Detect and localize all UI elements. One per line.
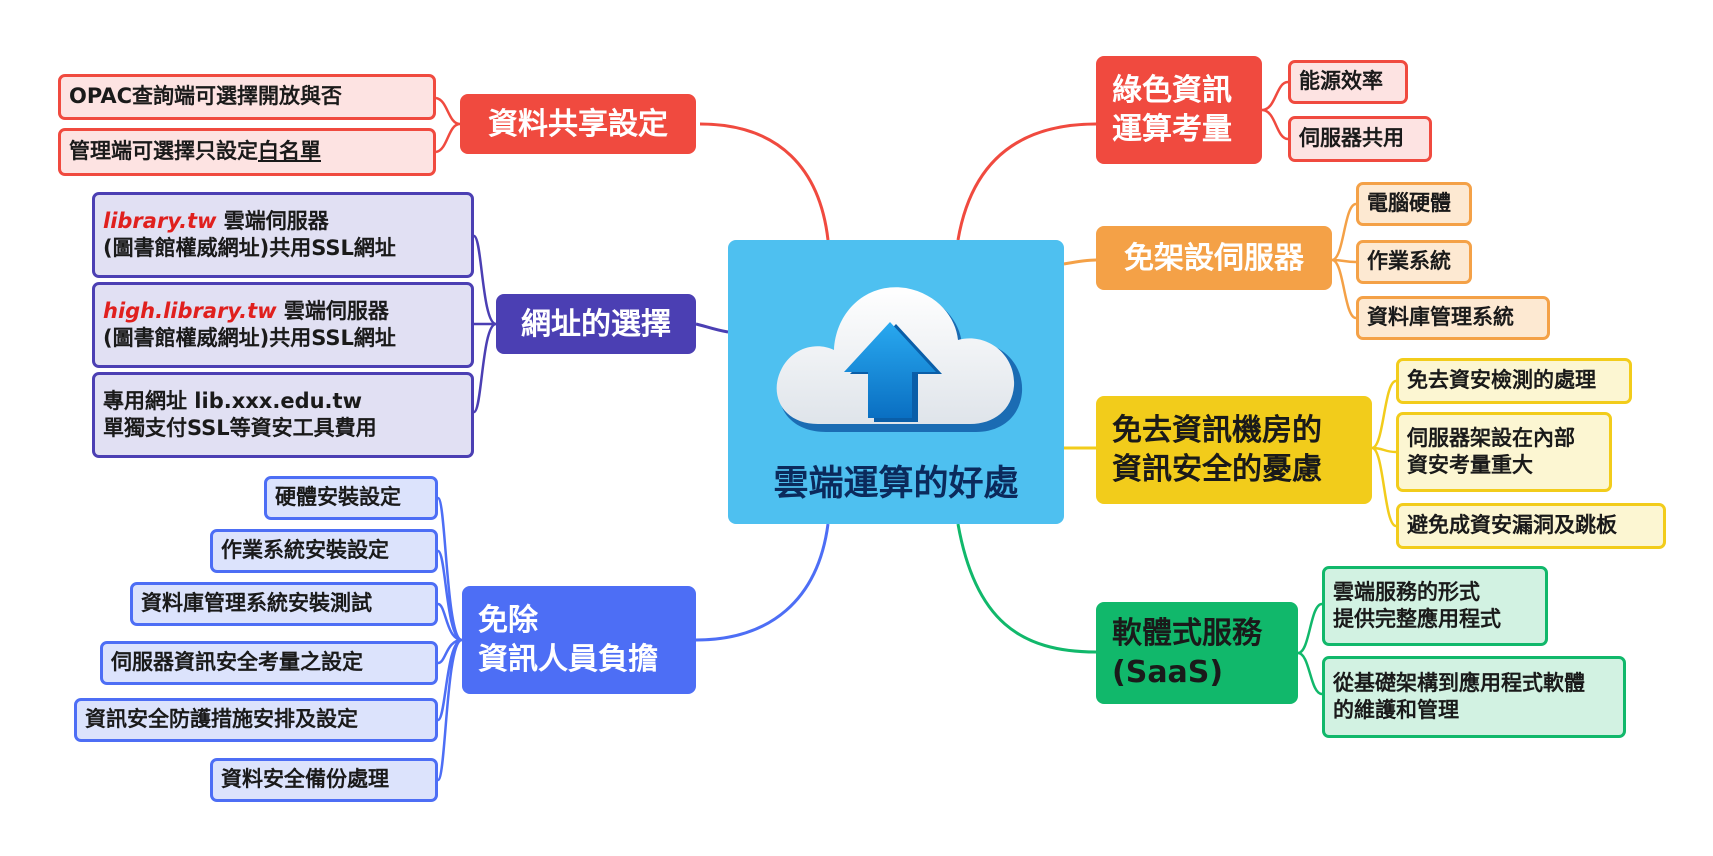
leaf-high-library-tw-line1: high.library.tw 雲端伺服器 bbox=[103, 298, 389, 325]
branch-saas[interactable]: 軟體式服務 (SaaS) bbox=[1096, 602, 1298, 704]
leaf-high-library-tw-domain: high.library.tw bbox=[103, 298, 277, 323]
leaf-dedicated-url-line2: 單獨支付SSL等資安工具費用 bbox=[103, 416, 377, 440]
branch-no-server-title: 免架設伺服器 bbox=[1124, 240, 1304, 276]
leaf-maintenance-line2: 的維護和管理 bbox=[1333, 698, 1459, 722]
branch-security-worry-line2: 資訊安全的憂慮 bbox=[1112, 452, 1322, 487]
leaf-internal-server-line1: 伺服器架設在內部 bbox=[1407, 425, 1575, 450]
leaf-server-sharing-label: 伺服器共用 bbox=[1299, 126, 1404, 151]
bracket-noserver bbox=[1331, 202, 1357, 320]
connector-url bbox=[695, 322, 729, 334]
leaf-server-sharing[interactable]: 伺服器共用 bbox=[1288, 116, 1432, 162]
leaf-maintenance[interactable]: 從基礎架構到應用程式軟體 的維護和管理 bbox=[1322, 656, 1626, 738]
leaf-library-tw[interactable]: library.tw 雲端伺服器 (圖書館權威網址)共用SSL網址 bbox=[92, 192, 474, 278]
leaf-hardware-setup-label: 硬體安裝設定 bbox=[275, 485, 401, 510]
connector-noserver bbox=[1063, 258, 1097, 266]
leaf-library-tw-rest: 雲端伺服器 bbox=[216, 208, 329, 233]
bracket-staff bbox=[436, 496, 463, 782]
branch-green-computing-line1: 綠色資訊 bbox=[1112, 73, 1232, 108]
branch-security-worry-line1: 免去資訊機房的 bbox=[1112, 413, 1322, 448]
leaf-dedicated-url-line1: 專用網址 lib.xxx.edu.tw bbox=[103, 388, 362, 413]
leaf-maintenance-line1: 從基礎架構到應用程式軟體 bbox=[1333, 670, 1585, 695]
leaf-opac-toggle[interactable]: OPAC查詢端可選擇開放與否 bbox=[58, 74, 436, 120]
branch-staff-burden-line1: 免除 bbox=[478, 603, 538, 638]
bracket-share bbox=[435, 96, 461, 154]
leaf-high-library-tw[interactable]: high.library.tw 雲端伺服器 (圖書館權威網址)共用SSL網址 bbox=[92, 282, 474, 368]
leaf-protection-measures-label: 資訊安全防護措施安排及設定 bbox=[85, 707, 358, 732]
cloud-upload-icon bbox=[776, 287, 1023, 432]
branch-url-choice[interactable]: 網址的選擇 bbox=[496, 294, 696, 354]
leaf-opac-toggle-label: OPAC查詢端可選擇開放與否 bbox=[69, 84, 342, 109]
leaf-cloud-service-form-line2: 提供完整應用程式 bbox=[1333, 607, 1501, 631]
branch-green-computing[interactable]: 綠色資訊 運算考量 bbox=[1096, 56, 1262, 164]
branch-data-sharing-title: 資料共享設定 bbox=[488, 106, 668, 142]
leaf-cloud-service-form-line1: 雲端服務的形式 bbox=[1333, 579, 1480, 604]
bracket-url bbox=[472, 234, 497, 414]
leaf-whitelist-underlined: 白名單 bbox=[258, 139, 321, 164]
leaf-avoid-loophole-label: 避免成資安漏洞及跳板 bbox=[1407, 513, 1617, 538]
center-title: 雲端運算的好處 bbox=[773, 464, 1019, 504]
leaf-high-library-tw-line2: (圖書館權威網址)共用SSL網址 bbox=[103, 326, 396, 350]
leaf-energy-efficiency[interactable]: 能源效率 bbox=[1288, 60, 1408, 104]
leaf-dbms-test[interactable]: 資料庫管理系統安裝測試 bbox=[130, 582, 438, 626]
leaf-server-security[interactable]: 伺服器資訊安全考量之設定 bbox=[100, 641, 438, 685]
leaf-hardware-label: 電腦硬體 bbox=[1367, 191, 1451, 216]
leaf-data-backup[interactable]: 資料安全備份處理 bbox=[210, 758, 438, 802]
branch-staff-burden[interactable]: 免除 資訊人員負擔 bbox=[462, 586, 696, 694]
leaf-dbms-test-label: 資料庫管理系統安裝測試 bbox=[141, 591, 372, 616]
leaf-library-tw-line1: library.tw 雲端伺服器 bbox=[103, 208, 329, 235]
branch-saas-line2: (SaaS) bbox=[1112, 655, 1224, 690]
leaf-os-setup[interactable]: 作業系統安裝設定 bbox=[210, 529, 438, 573]
leaf-security-check-label: 免去資安檢測的處理 bbox=[1407, 368, 1596, 393]
leaf-dbms-label: 資料庫管理系統 bbox=[1367, 305, 1514, 330]
connector-share bbox=[699, 122, 830, 241]
leaf-dedicated-url[interactable]: 專用網址 lib.xxx.edu.tw 單獨支付SSL等資安工具費用 bbox=[92, 372, 474, 458]
branch-green-computing-line2: 運算考量 bbox=[1112, 112, 1232, 147]
leaf-server-security-label: 伺服器資訊安全考量之設定 bbox=[111, 650, 363, 675]
leaf-dbms[interactable]: 資料庫管理系統 bbox=[1356, 296, 1550, 340]
leaf-whitelist[interactable]: 管理端可選擇只設定白名單 bbox=[58, 128, 436, 176]
leaf-internal-server[interactable]: 伺服器架設在內部 資安考量重大 bbox=[1396, 412, 1612, 492]
branch-data-sharing[interactable]: 資料共享設定 bbox=[460, 94, 696, 154]
leaf-high-library-tw-rest: 雲端伺服器 bbox=[276, 298, 389, 323]
leaf-cloud-service-form[interactable]: 雲端服務的形式 提供完整應用程式 bbox=[1322, 566, 1548, 646]
leaf-protection-measures[interactable]: 資訊安全防護措施安排及設定 bbox=[74, 698, 438, 742]
leaf-os[interactable]: 作業系統 bbox=[1356, 240, 1472, 284]
bracket-saas bbox=[1297, 602, 1323, 696]
connector-staff bbox=[695, 523, 830, 642]
leaf-os-label: 作業系統 bbox=[1367, 249, 1451, 274]
leaf-whitelist-prefix: 管理端可選擇只設定 bbox=[69, 139, 258, 164]
leaf-internal-server-line2: 資安考量重大 bbox=[1407, 453, 1533, 477]
leaf-security-check[interactable]: 免去資安檢測的處理 bbox=[1396, 358, 1632, 404]
branch-url-choice-title: 網址的選擇 bbox=[521, 306, 671, 342]
connector-saas bbox=[956, 523, 1097, 654]
connector-green bbox=[956, 122, 1097, 241]
leaf-hardware[interactable]: 電腦硬體 bbox=[1356, 182, 1472, 226]
center-topic[interactable]: 雲端運算的好處 bbox=[728, 240, 1064, 524]
leaf-library-tw-line2: (圖書館權威網址)共用SSL網址 bbox=[103, 236, 396, 260]
bracket-green bbox=[1261, 80, 1289, 141]
leaf-energy-efficiency-label: 能源效率 bbox=[1299, 69, 1383, 94]
branch-staff-burden-line2: 資訊人員負擔 bbox=[478, 642, 658, 677]
branch-saas-line1: 軟體式服務 bbox=[1112, 616, 1262, 651]
leaf-hardware-setup[interactable]: 硬體安裝設定 bbox=[264, 476, 438, 520]
branch-security-worry[interactable]: 免去資訊機房的 資訊安全的憂慮 bbox=[1096, 396, 1372, 504]
bracket-security bbox=[1371, 379, 1397, 528]
leaf-library-tw-domain: library.tw bbox=[103, 208, 217, 233]
leaf-data-backup-label: 資料安全備份處理 bbox=[221, 767, 389, 792]
leaf-os-setup-label: 作業系統安裝設定 bbox=[221, 538, 389, 563]
leaf-avoid-loophole[interactable]: 避免成資安漏洞及跳板 bbox=[1396, 503, 1666, 549]
branch-no-server[interactable]: 免架設伺服器 bbox=[1096, 226, 1332, 290]
